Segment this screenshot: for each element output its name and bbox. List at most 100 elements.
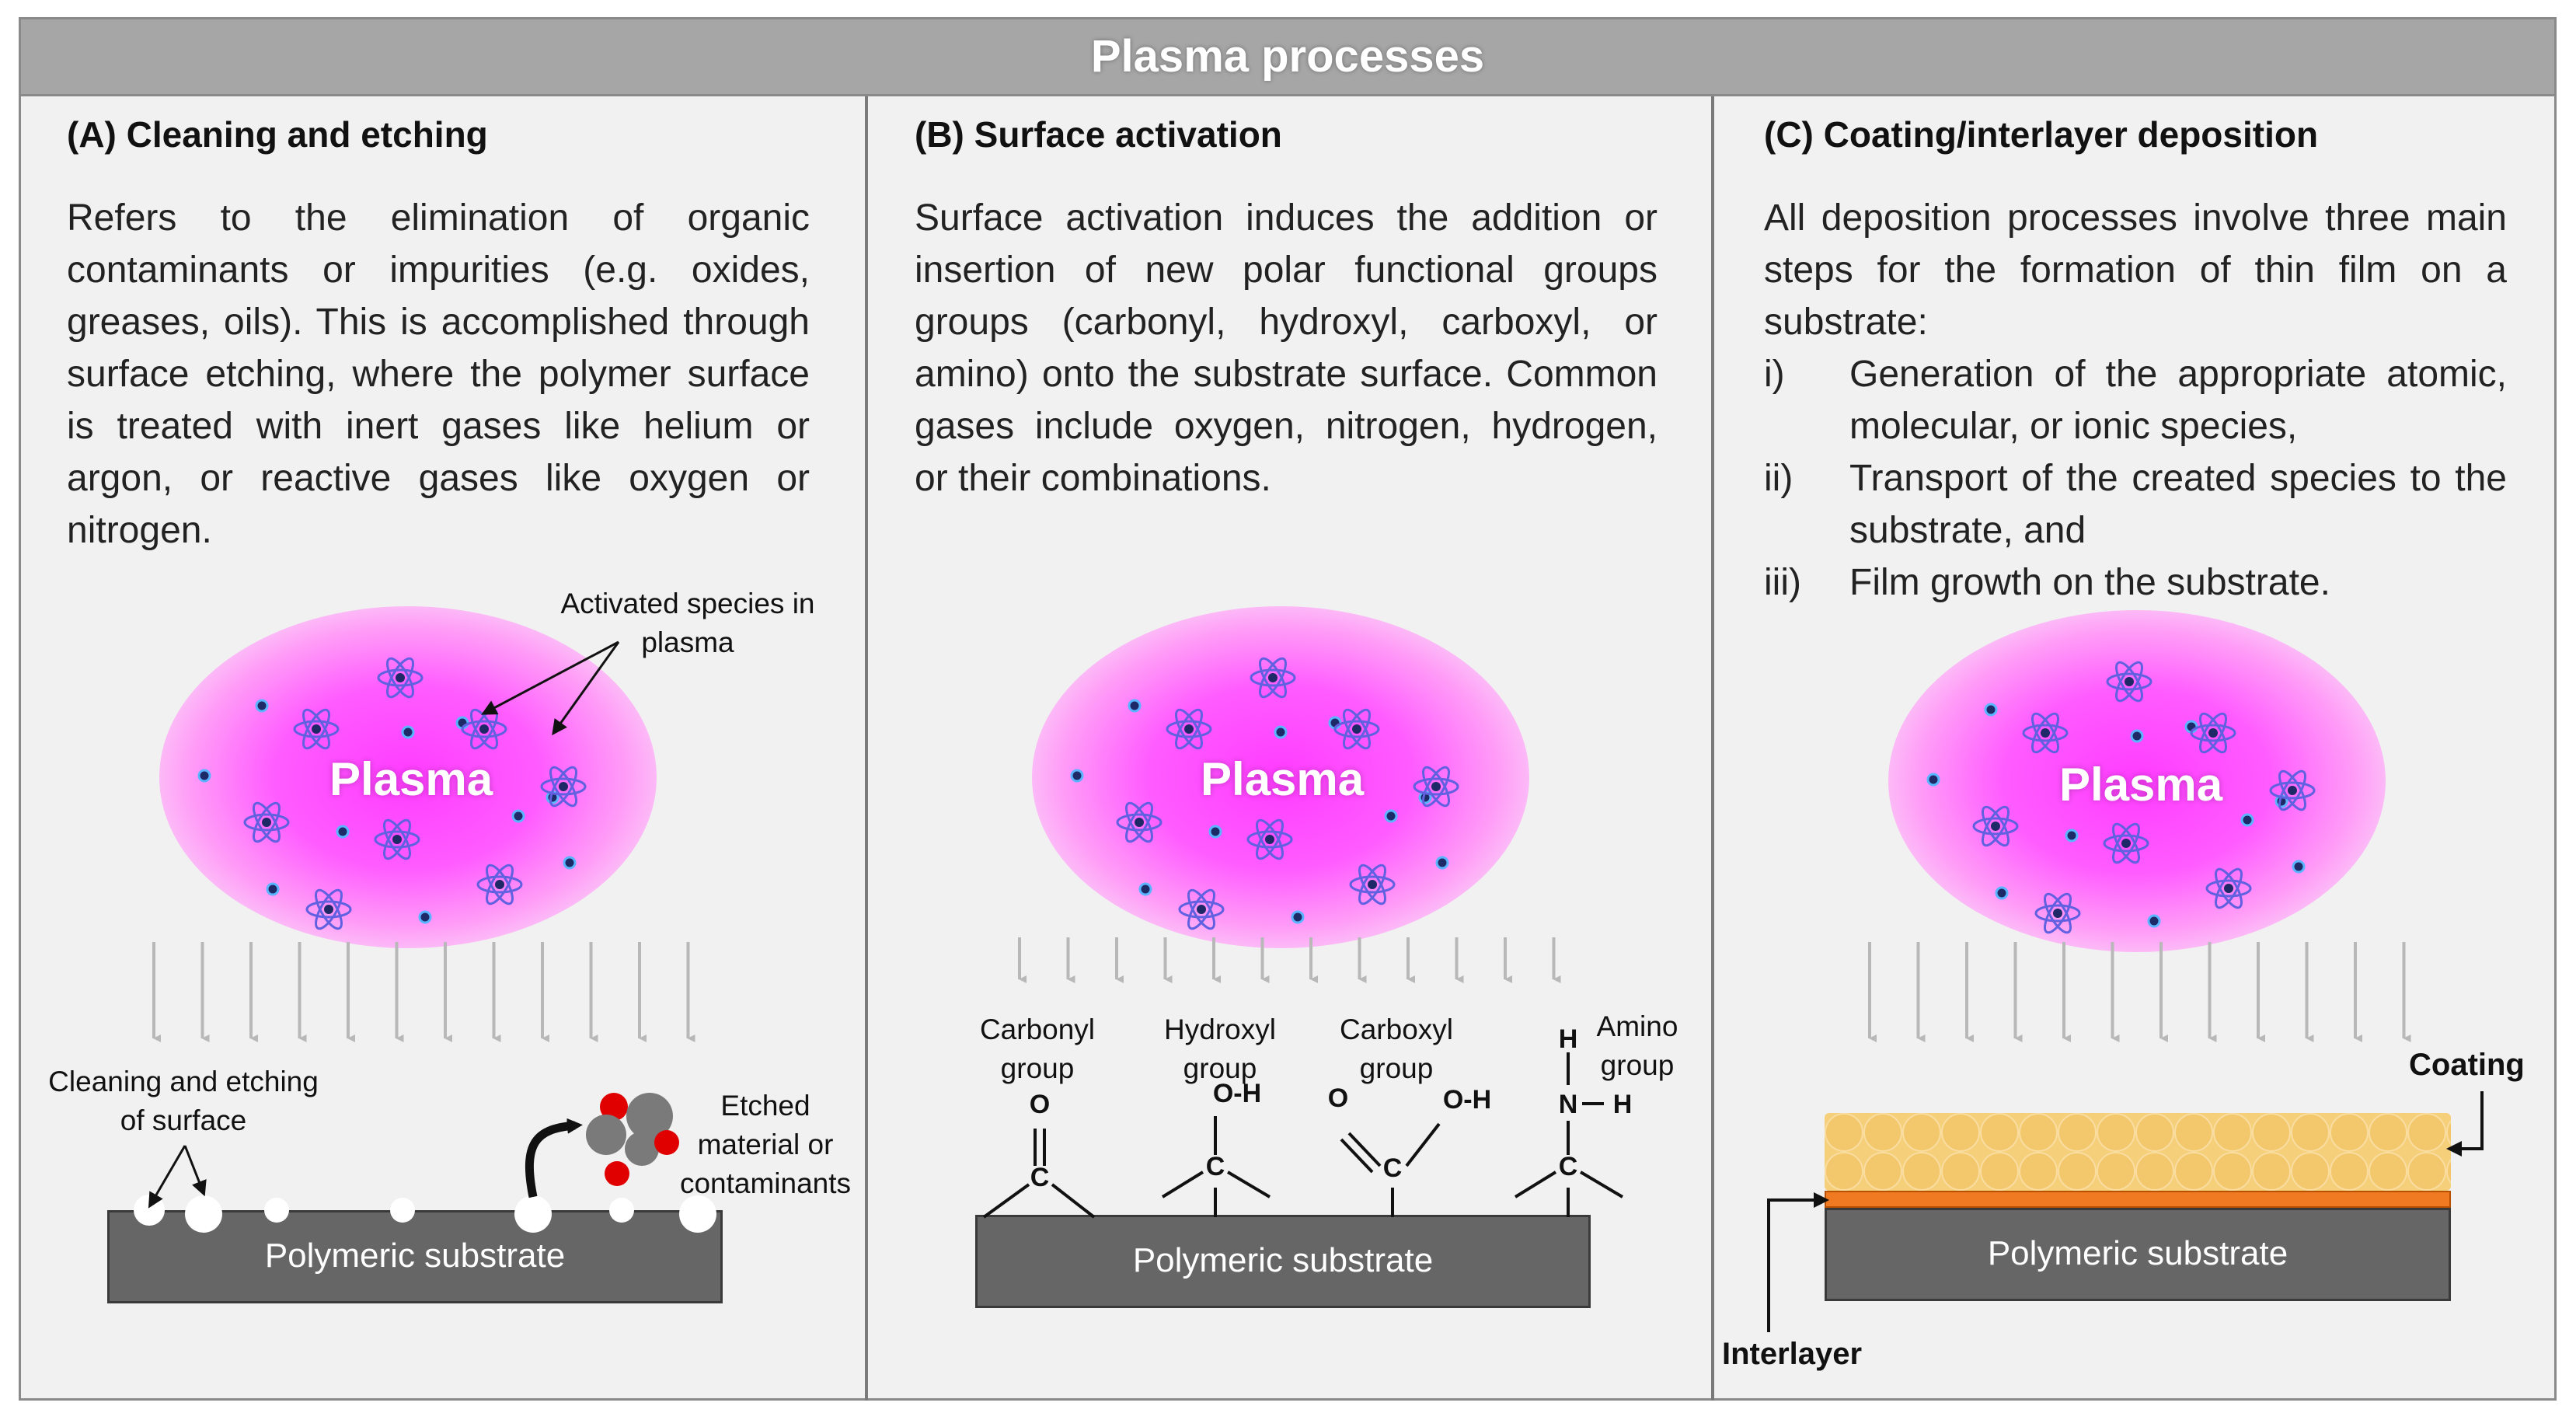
plasma-species [197, 657, 2316, 934]
atom-icon [476, 864, 523, 905]
cleaning-callout-arrows [148, 1145, 207, 1209]
species-dot [255, 699, 269, 713]
species-dot [1138, 882, 1152, 896]
atom-o: O [1328, 1083, 1348, 1113]
species-dot [266, 882, 280, 896]
species-dot [1291, 910, 1305, 924]
species-dot [511, 809, 525, 823]
coating-label: Coating [2409, 1048, 2525, 1082]
atom-icon [293, 708, 340, 750]
plasma-cloud-a [159, 606, 657, 948]
atom-icon [1166, 708, 1212, 750]
atom-icon [2034, 892, 2081, 934]
atom-icon [1972, 805, 2019, 847]
atom-icon [2103, 822, 2149, 864]
species-dot [418, 910, 432, 924]
atom-icon [1246, 818, 1293, 860]
plasma-label-c: Plasma [2059, 759, 2223, 811]
species-callout-arrows [481, 640, 620, 736]
atom-c: C [1206, 1152, 1225, 1181]
carbonyl-group-label: Carbonyl group [979, 1014, 1096, 1084]
atom-h: H [1559, 1024, 1578, 1054]
atom-labels: O C O-H C O O-H C H N H C [1030, 1024, 1633, 1192]
step-text: Film growth on the substrate. [1849, 562, 2330, 603]
polymeric-substrate-c: Polymeric substrate [1825, 1208, 2451, 1301]
atom-icon [2190, 712, 2236, 754]
ejection-arrow [525, 1118, 583, 1198]
atom-c: C [1030, 1163, 1050, 1192]
atom-o: O [1030, 1090, 1050, 1119]
species-dot [2240, 813, 2254, 827]
panel-a-text: Refers to the elimination of organic con… [67, 197, 810, 551]
step-text: Generation of the appropriate atomic, mo… [1849, 354, 2507, 447]
plasma-cloud-b [1032, 606, 1529, 948]
atom-n: N [1559, 1090, 1578, 1119]
atom-h: H [1613, 1090, 1633, 1119]
atom-icon [540, 766, 587, 808]
species-dot [2065, 829, 2079, 843]
atom-icon [1413, 766, 1459, 808]
panel-divider [1711, 96, 1714, 1401]
atom-icon [2205, 867, 2252, 909]
callout-activated-species: Activated species in plasma [560, 588, 815, 658]
species-dot [401, 725, 415, 739]
callout-cleaning-etching: Cleaning and etching of surface [48, 1066, 319, 1136]
panel-c-heading: (C) Coating/interlayer deposition [1764, 114, 2319, 155]
atom-icon [243, 801, 290, 843]
species-dot [2147, 914, 2161, 928]
atom-oh: O-H [1443, 1085, 1491, 1115]
panel-a-heading: (A) Cleaning and etching [67, 114, 488, 155]
species-dot [1070, 769, 1084, 783]
amino-group-label: Amino group [1596, 1010, 1678, 1081]
deposition-step: ii) Transport of the created species to … [1764, 452, 2507, 561]
step-number: iii) [1764, 562, 1801, 603]
hydroxyl-group-label: Hydroxyl group [1164, 1014, 1276, 1084]
panel-b-heading: (B) Surface activation [915, 114, 1282, 155]
figure-title: Plasma processes [19, 17, 2557, 96]
coating-texture [1825, 1113, 2451, 1191]
functional-groups [982, 1052, 1624, 1219]
atom-icon [2106, 661, 2152, 703]
species-dot [1984, 703, 1998, 717]
deposition-step: iii) Film growth on the substrate. [1764, 556, 2507, 611]
etch-pits [134, 1195, 716, 1233]
species-dot [2130, 729, 2144, 743]
atom-icon [1250, 657, 1296, 699]
atom-icon [2022, 712, 2069, 754]
atom-icon [377, 657, 424, 699]
carboxyl-group-label: Carboxyl group [1340, 1014, 1453, 1084]
plasma-label-a: Plasma [329, 753, 493, 805]
species-dot [1926, 773, 1940, 787]
species-dot [1995, 886, 2009, 900]
deposition-step: i) Generation of the appropriate atomic,… [1764, 348, 2507, 457]
polymeric-substrate-b: Polymeric substrate [975, 1215, 1591, 1308]
atom-icon [1178, 888, 1225, 930]
atom-icon [2269, 769, 2316, 811]
species-dot [1274, 725, 1288, 739]
species-dot [2292, 860, 2306, 874]
plasma-cloud-c [1888, 610, 2386, 952]
atom-icon [305, 888, 352, 930]
species-dot [1384, 809, 1398, 823]
panel-c-callout-arrows [1767, 1091, 2484, 1332]
atom-c: C [1383, 1153, 1403, 1183]
panel-divider [865, 96, 868, 1401]
species-dot [563, 856, 577, 870]
panel-c-intro: All deposition processes involve three m… [1764, 197, 2507, 343]
etched-particles [586, 1093, 679, 1186]
step-number: ii) [1764, 458, 1793, 499]
plasma-label-b: Plasma [1201, 753, 1365, 805]
atom-c: C [1559, 1152, 1578, 1181]
plasma-flux-arrows [152, 937, 2411, 1042]
species-dot [336, 825, 350, 839]
interlayer-label: Interlayer [1722, 1337, 1863, 1371]
callout-etched-material: Etched material or contaminants [679, 1090, 852, 1199]
species-dot [1208, 825, 1222, 839]
species-dot [197, 769, 211, 783]
species-dot [1435, 856, 1449, 870]
atom-icon [461, 708, 507, 750]
atom-icon [1349, 864, 1396, 905]
polymeric-substrate-a: Polymeric substrate [107, 1210, 723, 1303]
step-text: Transport of the created species to the … [1849, 458, 2507, 551]
